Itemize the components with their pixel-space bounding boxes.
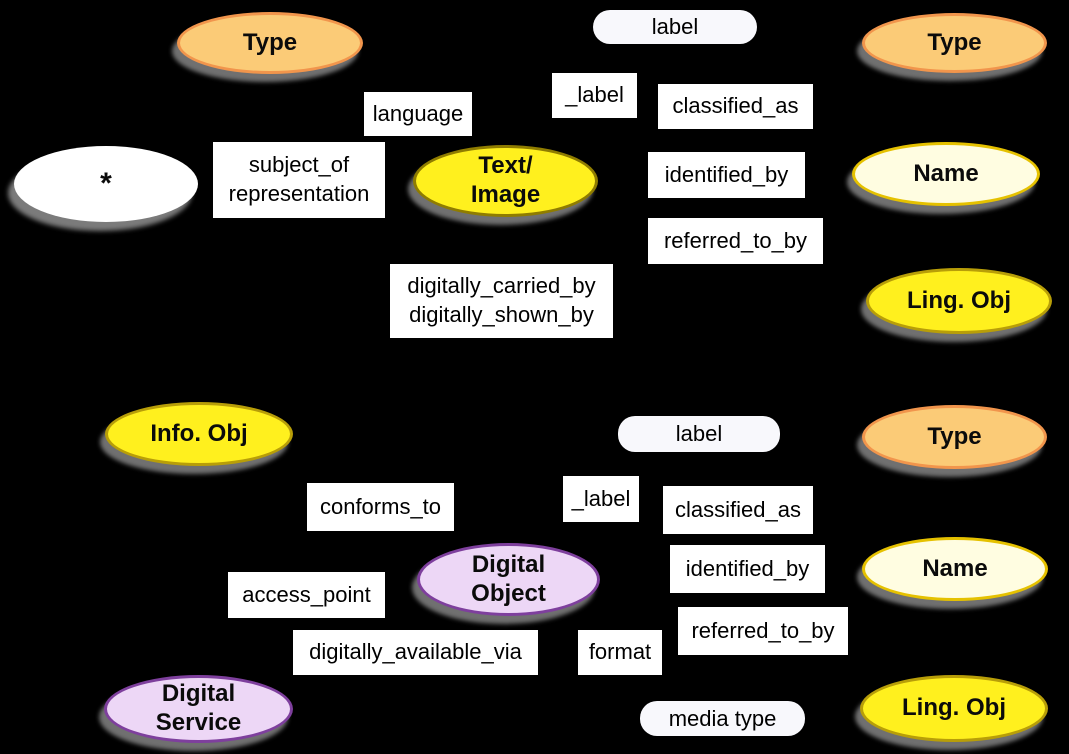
node-type-right-2: Type [862, 405, 1047, 469]
property-digitally-available-via: digitally_available_via [293, 630, 538, 675]
node-label: Type [242, 28, 298, 56]
node-label: Info. Obj [150, 419, 248, 447]
node-label: Digital Object [471, 550, 546, 607]
property-label-2: _label [563, 476, 639, 522]
property-access-point: access_point [228, 572, 385, 618]
property-classified-as-1: classified_as [658, 84, 813, 129]
node-text-image: Text/ Image [413, 145, 598, 217]
node-digital-service: Digital Service [104, 675, 293, 743]
node-label: Text/ Image [470, 152, 541, 208]
property-classified-as-2: classified_as [663, 486, 813, 534]
node-label: Type [927, 422, 982, 450]
property-subject-of-representation: subject_of representation [213, 142, 385, 218]
node-name-2: Name [862, 537, 1048, 601]
node-label: Name [913, 159, 979, 187]
property-digitally-carried-shown-by: digitally_carried_by digitally_shown_by [390, 264, 613, 338]
property-identified-by-2: identified_by [670, 545, 825, 593]
node-label: Name [922, 554, 988, 582]
node-any-resource: * [14, 146, 198, 222]
property-conforms-to: conforms_to [307, 483, 454, 531]
property-label-1: _label [552, 73, 637, 118]
node-digital-object: Digital Object [417, 543, 600, 616]
literal-media-type: media type [640, 701, 805, 736]
property-referred-to-by-1: referred_to_by [648, 218, 823, 264]
node-info-obj: Info. Obj [105, 402, 293, 466]
property-identified-by-1: identified_by [648, 152, 805, 198]
node-label: Ling. Obj [902, 694, 1006, 722]
property-format: format [578, 630, 662, 675]
node-label: Digital Service [155, 680, 242, 736]
node-label: Type [927, 28, 982, 56]
node-label: Ling. Obj [907, 286, 1011, 314]
literal-label-1: label [593, 10, 757, 44]
node-ling-obj-1: Ling. Obj [866, 268, 1052, 334]
property-referred-to-by-2: referred_to_by [678, 607, 848, 655]
node-type-top-right: Type [862, 13, 1047, 73]
node-type-top-left: Type [177, 12, 363, 74]
node-ling-obj-2: Ling. Obj [860, 675, 1048, 742]
literal-label-2: label [618, 416, 780, 452]
node-label: * [100, 167, 112, 200]
node-name-1: Name [852, 142, 1040, 206]
property-language: language [364, 92, 472, 136]
